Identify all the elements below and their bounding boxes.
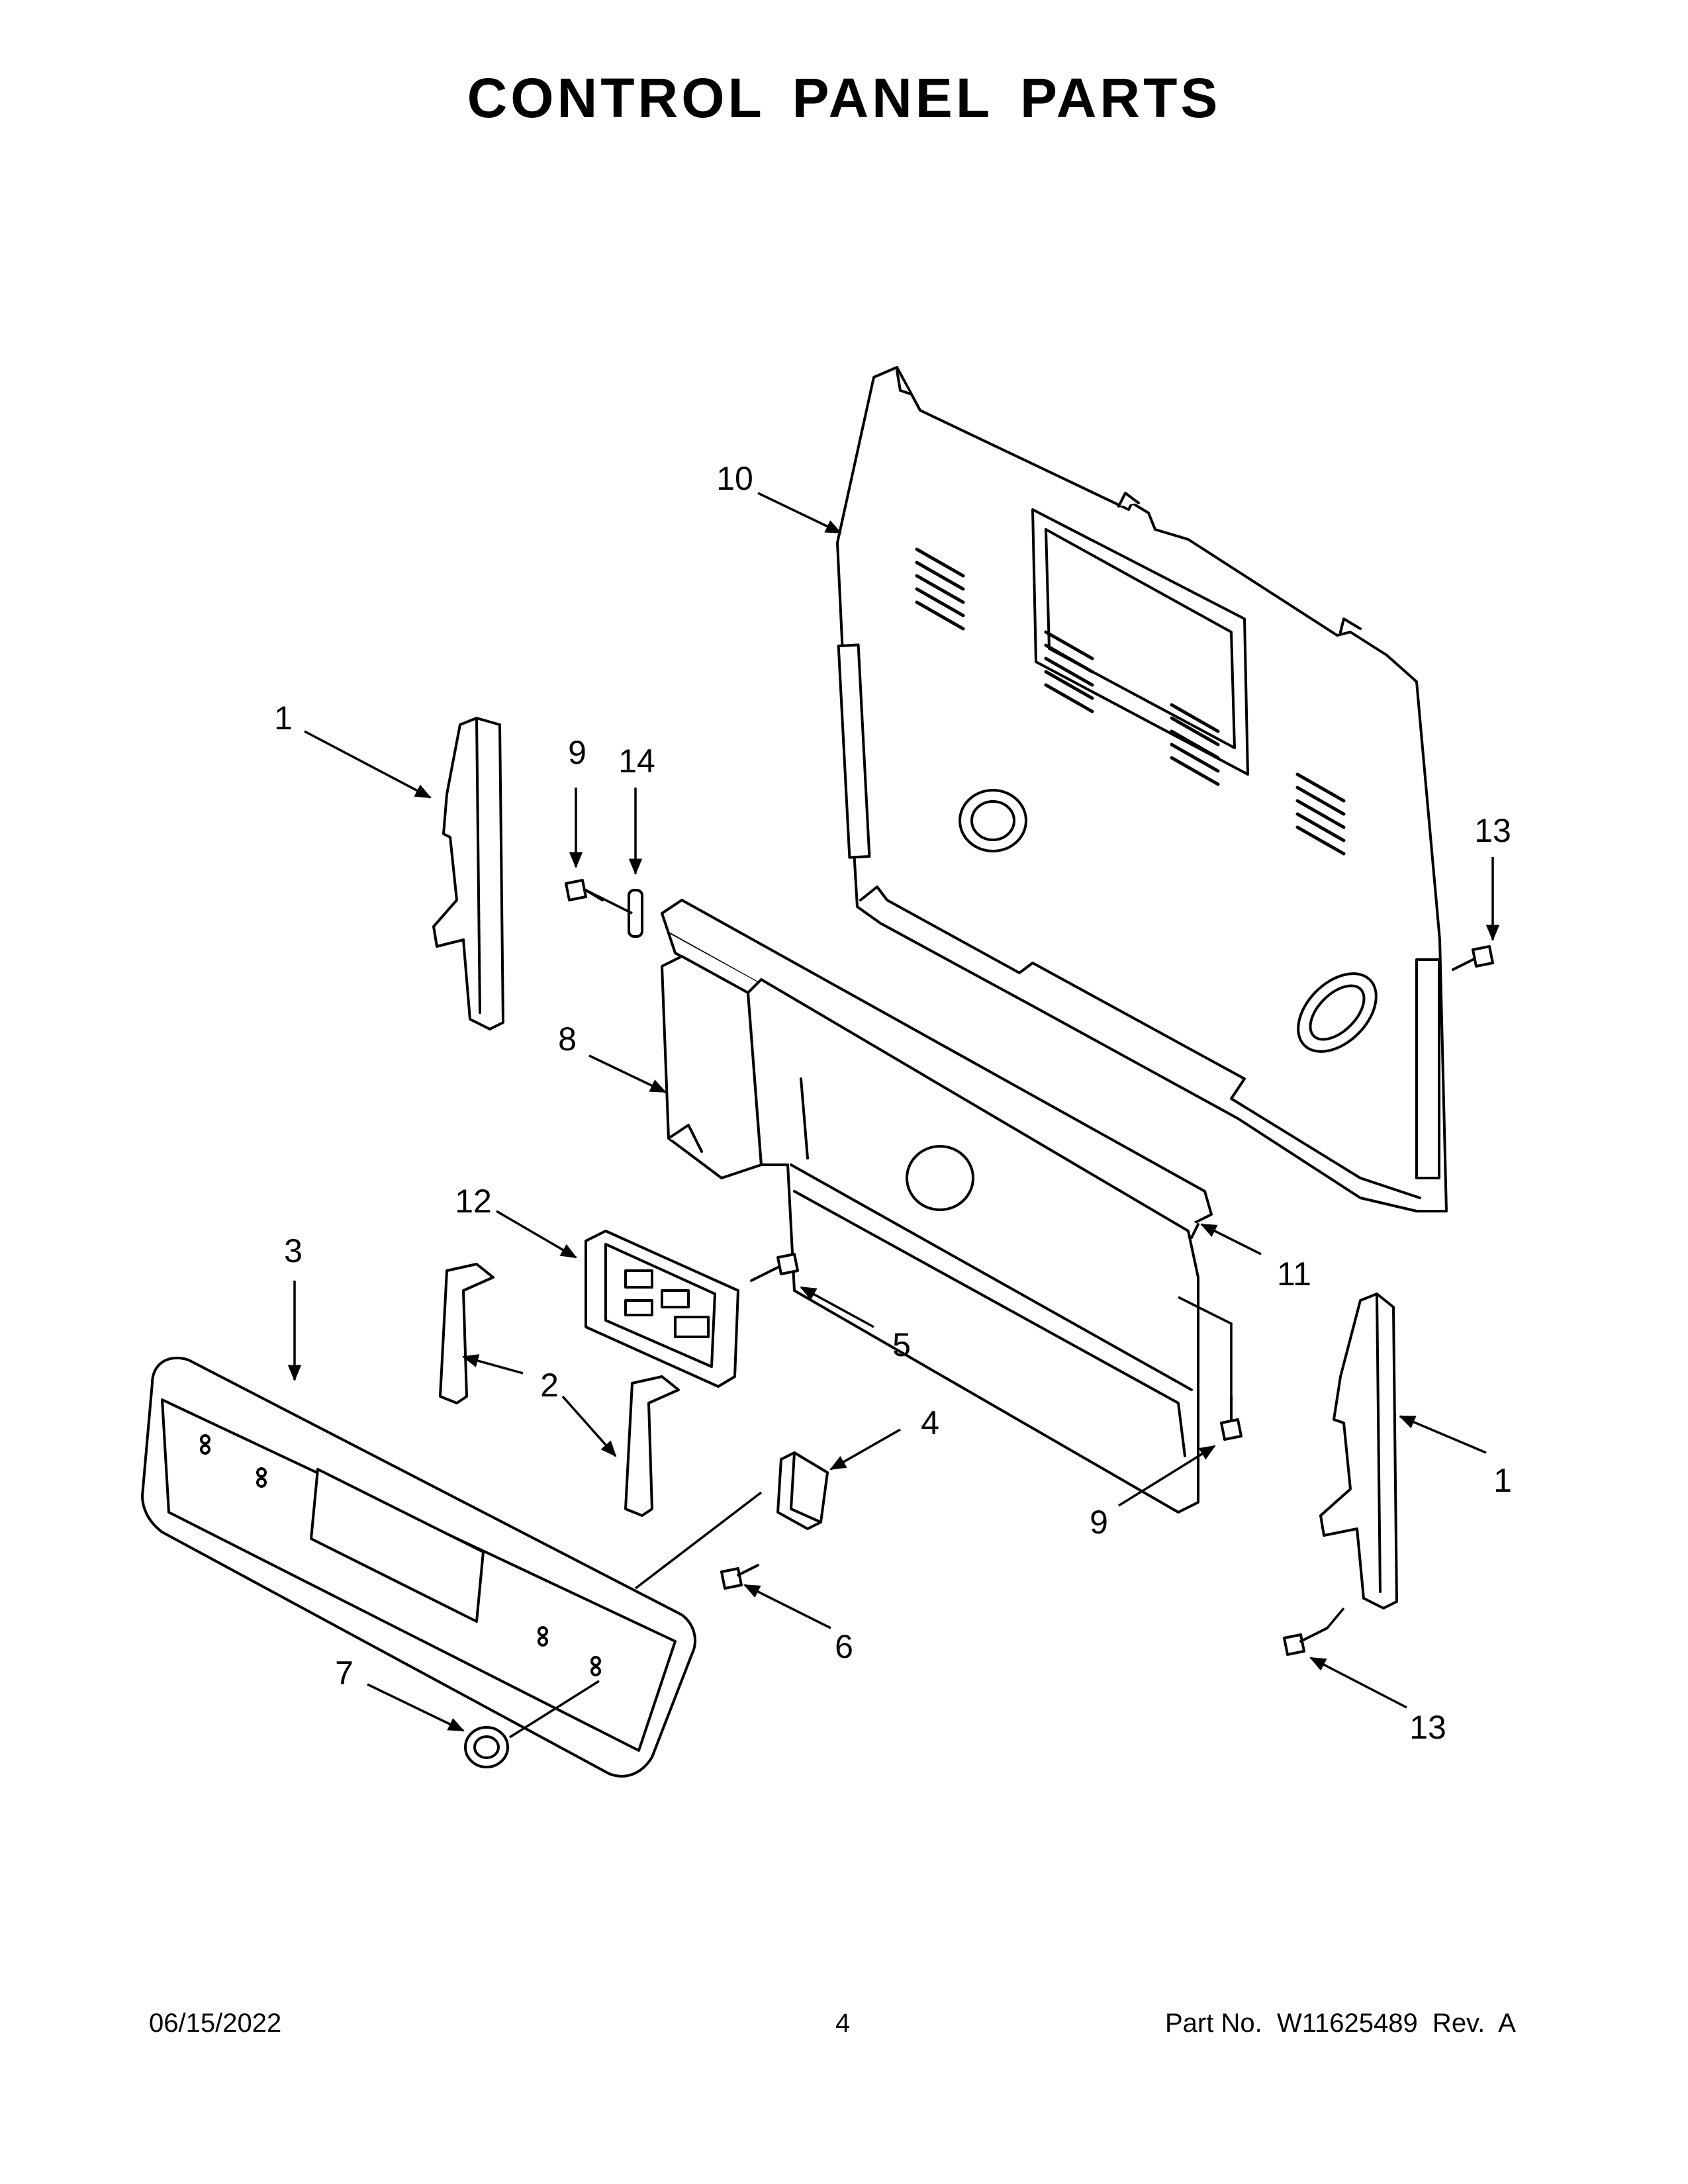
callout-4: 4 (921, 1404, 939, 1441)
callout-9-upper: 9 (568, 734, 586, 771)
callout-7: 7 (335, 1655, 353, 1692)
part-2-bracket-upper (439, 1263, 494, 1404)
screw-6 (720, 1564, 759, 1590)
part-7-knob (464, 1726, 509, 1768)
callout-11: 11 (1277, 1255, 1311, 1293)
callout-13-upper: 13 (1474, 812, 1511, 849)
callout-1-left: 1 (274, 700, 293, 737)
leader-arrows (287, 492, 1500, 1732)
part-1-side-trim-right (1319, 1293, 1398, 1610)
callout-6: 6 (835, 1628, 853, 1665)
footer-page-number: 4 (835, 2009, 851, 2038)
assembly-lines (509, 889, 1345, 1739)
footer-date: 06/15/2022 (149, 2009, 282, 2038)
callout-2: 2 (540, 1367, 559, 1404)
part-4-switch (776, 1451, 829, 1530)
callout-9-lower: 9 (1090, 1504, 1108, 1541)
callout-5: 5 (892, 1326, 911, 1363)
callout-1-right: 1 (1493, 1462, 1512, 1499)
screw-13-lower (1283, 1627, 1329, 1656)
part-12-electronic-control (585, 1230, 739, 1388)
part-10-rear-shield (836, 366, 1448, 1212)
part-8-control-housing (661, 955, 1199, 1514)
page-title: CONTROL PANEL PARTS (467, 67, 1221, 129)
part-2-bracket-lower (624, 1375, 680, 1517)
screw-9-upper (565, 879, 604, 901)
part-1-side-trim-left (432, 717, 504, 1030)
callout-10: 10 (716, 460, 753, 497)
screw-9-lower (1220, 1395, 1243, 1441)
footer-part-number: Part No. W11625489 Rev. A (1165, 2009, 1516, 2038)
callout-13-lower: 13 (1409, 1709, 1446, 1746)
callout-14: 14 (618, 743, 655, 780)
screw-5 (750, 1253, 799, 1282)
part-3-console (141, 1356, 696, 1778)
callout-12: 12 (455, 1183, 492, 1220)
part-14-clip (628, 889, 643, 938)
callout-3: 3 (284, 1232, 303, 1269)
screw-13-upper (1452, 945, 1494, 971)
callout-8: 8 (558, 1021, 577, 1058)
